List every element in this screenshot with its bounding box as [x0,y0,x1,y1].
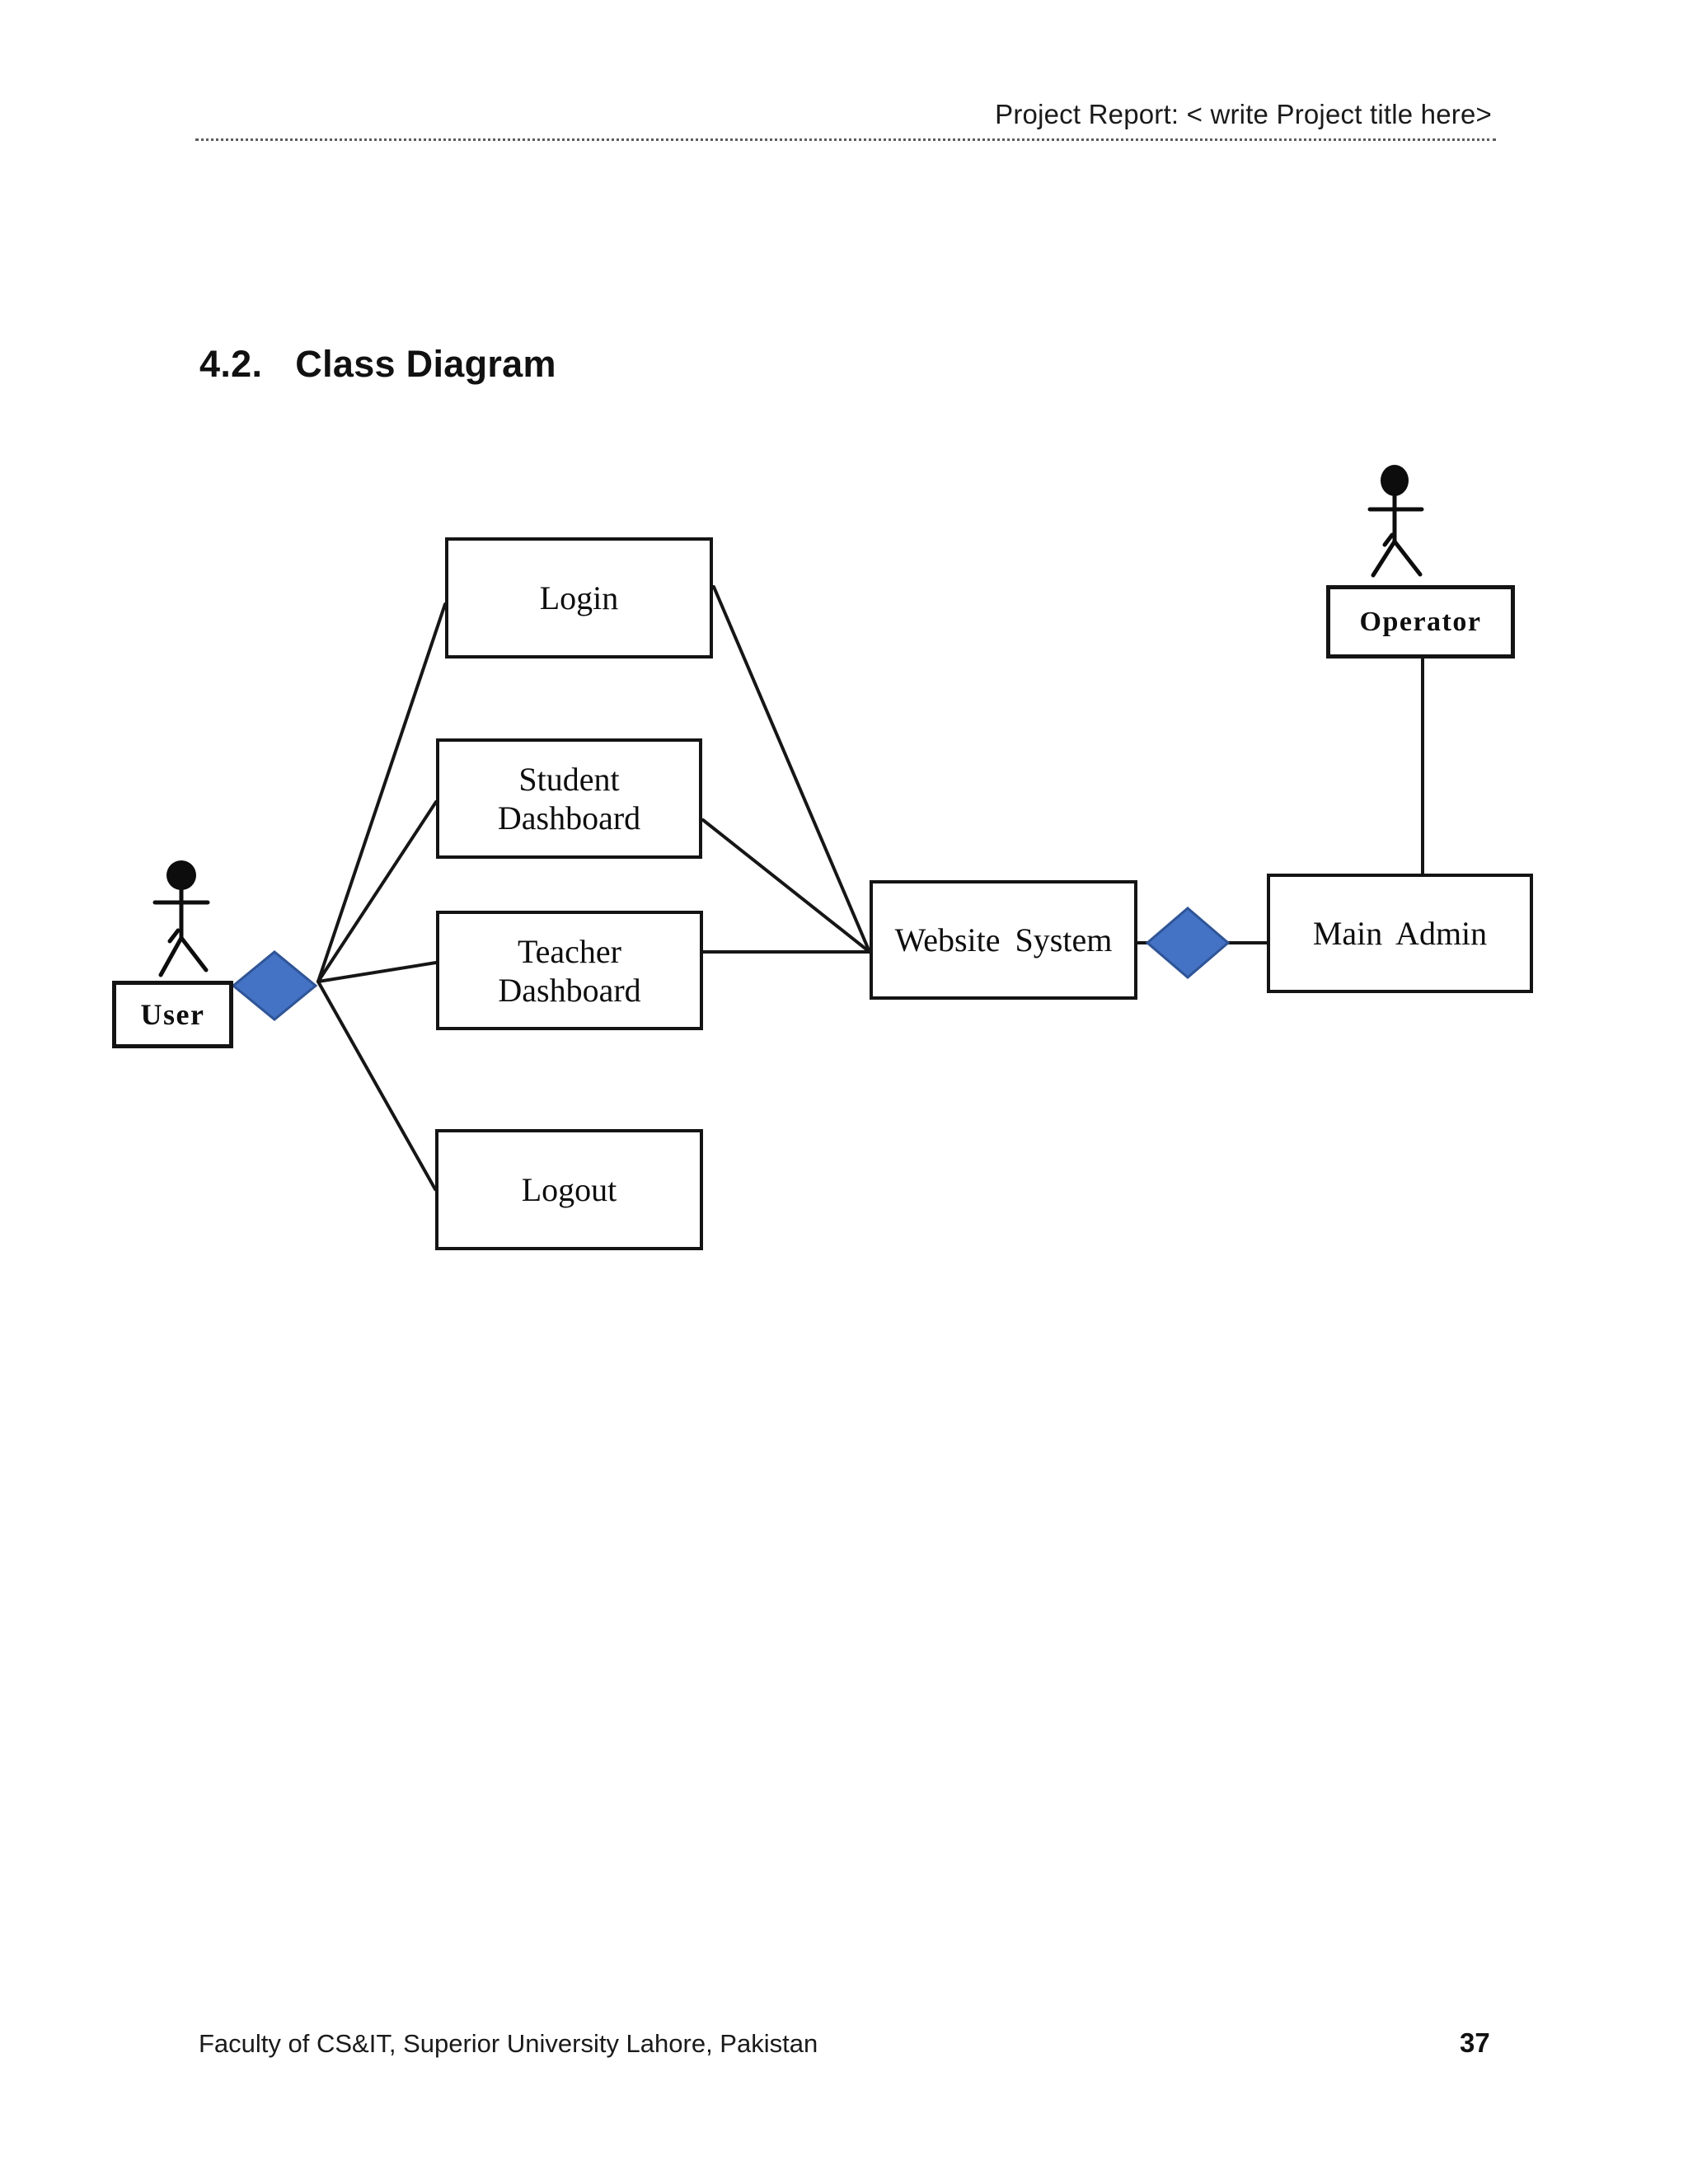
operator-actor-right-leg [1392,539,1423,577]
node-login: Login [445,537,713,658]
node-student-dashboard-label-line2: Dashboard [497,799,641,837]
footer-text: Faculty of CS&IT, Superior University La… [199,2029,818,2058]
node-login-label: Login [539,579,619,616]
connector-user-student-dashboard [316,800,438,983]
node-main-admin-label: Main Admin [1312,915,1488,952]
user-actor-head [166,860,196,890]
node-operator: Operator [1326,585,1515,658]
connector-login-website [712,585,871,954]
node-student-dashboard-label-line1: Student [518,761,620,798]
operator-actor-left-leg [1371,539,1397,578]
user-actor-right-leg [179,935,209,972]
node-teacher-dashboard-label-line1: Teacher [518,932,621,970]
operator-actor-hip-mark [1382,532,1395,547]
header-running-title: Project Report: < write Project title he… [995,99,1492,129]
section-number: 4.2. [199,343,263,385]
node-website-system-label: Website System [894,921,1113,958]
aggregation-diamond-user [231,950,318,1021]
node-website-system: Website System [870,880,1137,1000]
connector-student-website [701,818,871,954]
node-main-admin: Main Admin [1267,874,1533,993]
node-user-label: User [140,997,205,1031]
node-operator-label: Operator [1359,607,1482,637]
section-title: Class Diagram [295,343,556,385]
page-number: 37 [1460,2027,1490,2058]
section-heading: 4.2. Class Diagram [199,343,556,386]
user-actor-figure [152,860,210,977]
operator-actor-head [1381,465,1409,496]
connector-user-login [316,602,447,983]
node-teacher-dashboard-label-line2: Dashboard [498,971,641,1009]
operator-actor-figure [1367,465,1424,578]
connector-user-logout [316,980,437,1191]
user-actor-left-leg [158,935,184,977]
node-teacher-dashboard: Teacher Dashboard [436,911,703,1030]
header-dotted-rule [195,138,1496,141]
node-user: User [112,981,233,1048]
node-logout: Logout [435,1129,703,1250]
connector-user-teacher-dashboard [316,961,438,983]
user-actor-hip-mark [167,928,181,944]
aggregation-diamond-admin [1145,907,1231,979]
node-logout-label: Logout [521,1171,617,1208]
node-student-dashboard: Student Dashboard [436,738,702,859]
